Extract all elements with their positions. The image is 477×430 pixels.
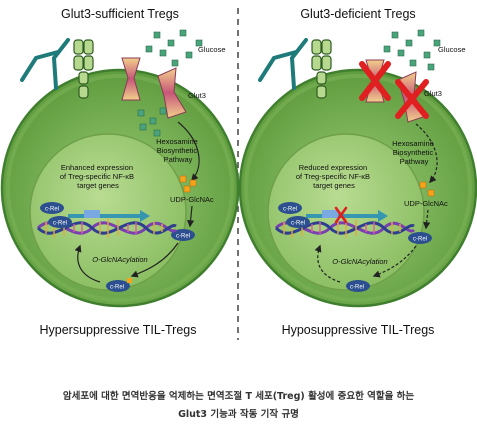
svg-text:c-Rel: c-Rel <box>110 285 124 291</box>
right-transcription-arrow <box>306 206 388 224</box>
left-crel-arrow <box>130 242 179 278</box>
left-crel-cytoplasm: c-Rel <box>171 229 195 241</box>
right-glut3-transporter-1 <box>359 59 391 103</box>
left-o-glcnacylation-label: O-GlcNAcylation <box>92 255 147 264</box>
right-pathway-arrow <box>415 123 438 184</box>
left-crel-modified: c-Rel <box>106 278 132 292</box>
svg-text:c-Rel: c-Rel <box>413 237 427 243</box>
svg-text:c-Rel: c-Rel <box>53 221 67 227</box>
left-expression-text: Enhanced expression of Treg-specific NF-… <box>60 163 136 190</box>
right-crel-bound-1: c-Rel <box>278 202 302 214</box>
svg-text:c-Rel: c-Rel <box>291 221 305 227</box>
right-glut3-inhibition-x-1 <box>359 61 391 101</box>
left-udp-glcnac-label: UDP-GlcNAc <box>170 195 214 204</box>
right-panel: Glut3-deficient Tregs <box>238 7 477 337</box>
caption-line-1: 암세포에 대한 면역반응을 억제하는 면역조절 T 세포(Treg) 활성에 중… <box>62 391 415 402</box>
right-crel-arrow <box>372 245 417 278</box>
right-glut3-inhibition-x-2 <box>395 79 429 119</box>
right-expression-text: Reduced expression of Treg-specific NF-κ… <box>296 163 372 190</box>
left-glut3-label: Glut3 <box>188 91 206 100</box>
right-transcription-block-x <box>334 206 348 224</box>
left-panel-title: Glut3-sufficient Tregs <box>61 7 179 21</box>
left-panel: Glut3-sufficient Tregs Glut3 <box>0 7 240 337</box>
svg-text:c-Rel: c-Rel <box>283 207 297 213</box>
right-crel-cytoplasm: c-Rel <box>408 232 432 244</box>
left-cell-membrane-edge <box>6 74 234 302</box>
right-coreceptor <box>311 39 332 99</box>
right-udp-arrow <box>423 209 431 230</box>
left-pathway-label: Hexosamine Biosynthetic Pathway <box>156 137 200 164</box>
caption-line-2: Glut3 기능과 작동 기작 규명 <box>178 409 299 420</box>
svg-text:c-Rel: c-Rel <box>350 285 364 291</box>
right-o-glcnacylation-label: O-GlcNAcylation <box>332 257 387 266</box>
svg-text:c-Rel: c-Rel <box>176 234 190 240</box>
left-nuclear-import-arrow <box>74 244 101 283</box>
right-cell-membrane-edge <box>244 74 472 302</box>
right-udp-glcnac-label: UDP-GlcNAc <box>404 199 448 208</box>
right-glut3-transporter-2 <box>395 71 429 123</box>
left-intracellular-glucose <box>137 107 167 137</box>
glut3-treg-diagram: Glut3-sufficient Tregs Glut3 <box>0 7 477 340</box>
right-pathway-label: Hexosamine Biosynthetic Pathway <box>392 139 436 166</box>
left-glucose-label: Glucose <box>198 45 226 54</box>
svg-text:c-Rel: c-Rel <box>45 207 59 213</box>
right-crel-bound-2: c-Rel <box>286 216 310 228</box>
right-tcr-receptor <box>258 38 308 90</box>
left-udp-arrow <box>186 205 195 228</box>
left-crel-bound-1: c-Rel <box>40 202 64 214</box>
left-tcr-receptor <box>20 38 70 90</box>
left-udp-glcnac-molecules <box>179 175 197 193</box>
right-glucose-molecules <box>383 29 441 71</box>
right-crel-unmodified: c-Rel <box>346 280 370 292</box>
right-glucose-label: Glucose <box>438 45 466 54</box>
left-glut3-transporter-1 <box>121 57 141 101</box>
right-udp-glcnac-molecules <box>419 181 435 197</box>
right-panel-title: Glut3-deficient Tregs <box>300 7 415 21</box>
right-glut3-label: Glut3 <box>424 89 442 98</box>
left-nucleus <box>29 133 187 291</box>
right-nucleus <box>267 133 425 291</box>
left-transcription-arrow <box>68 210 150 222</box>
right-panel-footer: Hyposuppressive TIL-Tregs <box>282 323 435 337</box>
left-glucose-molecules <box>145 29 203 67</box>
left-panel-footer: Hypersuppressive TIL-Tregs <box>39 323 196 337</box>
left-glut3-transporter-2 <box>157 67 187 119</box>
left-pathway-arrow <box>177 121 200 182</box>
left-coreceptor <box>73 39 94 99</box>
left-crel-bound-2: c-Rel <box>48 216 72 228</box>
